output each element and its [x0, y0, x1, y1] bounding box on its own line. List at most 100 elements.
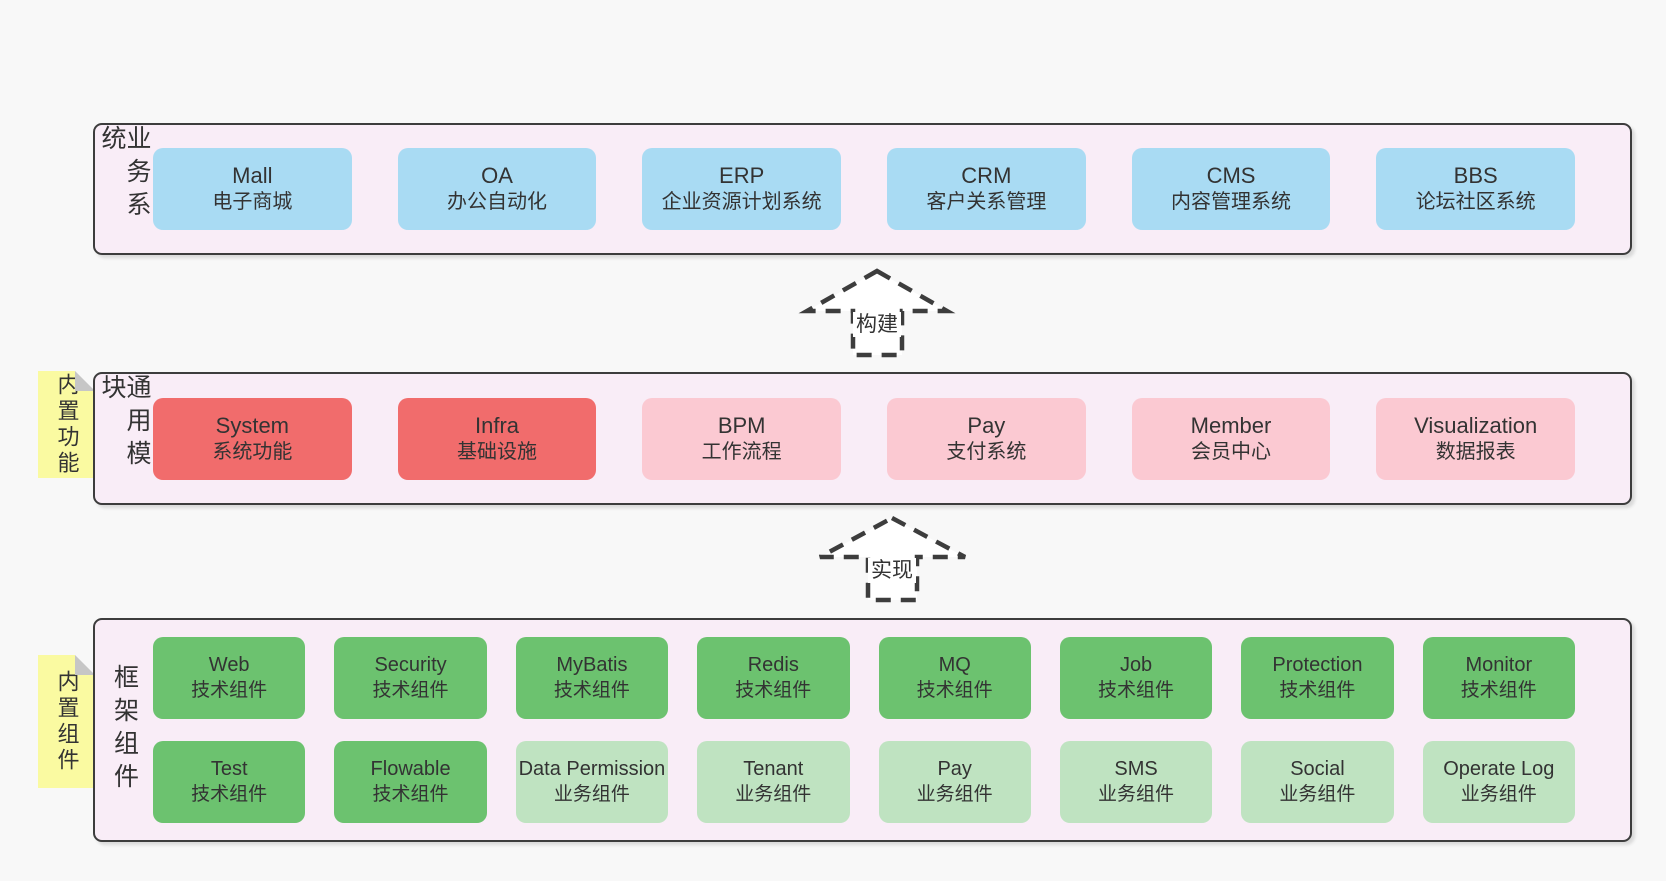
box-title: Pay	[967, 412, 1006, 438]
box-title: Tenant	[743, 758, 804, 781]
box-title: Protection	[1272, 654, 1363, 677]
box-subtitle: 业务组件	[553, 783, 630, 805]
box-subtitle: 技术组件	[553, 679, 630, 701]
sticky-note-label: 内置功能	[54, 372, 80, 477]
box-sms: SMS 业务组件	[1059, 741, 1213, 823]
box-security: Security 技术组件	[334, 637, 487, 719]
box-system: System 系统功能	[153, 397, 352, 480]
box-title: SMS	[1114, 758, 1158, 781]
business-systems-content: Mall 电子商城 OA 办公自动化 ERP 企业资源计划系统 CRM 客户关系…	[153, 125, 1630, 253]
box-title: OA	[481, 163, 513, 189]
box-title: Redis	[747, 654, 799, 677]
box-crm: CRM 客户关系管理	[887, 148, 1086, 230]
sticky-note-label: 内置组件	[54, 669, 80, 774]
framework-components-content: Web 技术组件 Security 技术组件 MyBatis 技术组件 Redi…	[153, 620, 1630, 840]
box-bbs: BBS 论坛社区系统	[1376, 148, 1576, 230]
box-title: Infra	[474, 412, 520, 438]
box-tenant: Tenant 业务组件	[697, 741, 850, 823]
box-subtitle: 电子商城	[212, 191, 293, 214]
box-pay-system: Pay 支付系统	[887, 397, 1086, 480]
box-job: Job 技术组件	[1059, 637, 1213, 719]
box-subtitle: 会员中心	[1191, 440, 1272, 463]
box-subtitle: 技术组件	[372, 783, 449, 805]
box-title: ERP	[719, 163, 765, 189]
box-title: Test	[210, 758, 248, 781]
box-operate-log: Operate Log 业务组件	[1422, 741, 1575, 823]
box-web: Web 技术组件	[153, 637, 306, 719]
box-subtitle: 工作流程	[701, 440, 782, 463]
layer-title-text: 通用模块	[98, 374, 151, 473]
framework-components-layer: 框架组件 Web 技术组件 Security 技术组件 MyBatis 技术组件…	[93, 618, 1632, 842]
box-pay-component: Pay 业务组件	[878, 741, 1031, 823]
box-title: Pay	[937, 758, 972, 781]
box-subtitle: 技术组件	[372, 679, 449, 701]
box-title: CMS	[1206, 163, 1256, 189]
box-subtitle: 技术组件	[191, 679, 268, 701]
box-subtitle: 业务组件	[1279, 783, 1356, 805]
box-title: BBS	[1453, 163, 1498, 189]
box-title: Member	[1190, 412, 1272, 438]
sticky-note-built-in-components: 内置组件	[38, 655, 95, 788]
box-oa: OA 办公自动化	[397, 148, 597, 230]
box-title: Web	[208, 654, 250, 677]
sticky-note-built-in-features: 内置功能	[38, 371, 95, 478]
box-title: Mall	[232, 163, 273, 189]
box-subtitle: 技术组件	[916, 679, 993, 701]
box-subtitle: 系统功能	[212, 440, 293, 463]
box-visualization: Visualization 数据报表	[1376, 397, 1576, 480]
layer-title-common-modules: 通用模块	[95, 374, 153, 503]
box-subtitle: 技术组件	[735, 679, 812, 701]
box-subtitle: 业务组件	[1098, 783, 1175, 805]
box-data-permission: Data Permission 业务组件	[515, 741, 669, 823]
box-title: Monitor	[1465, 654, 1533, 677]
common-modules-layer: 通用模块 System 系统功能 Infra 基础设施 BPM 工作流程 Pay	[93, 372, 1632, 505]
box-mybatis: MyBatis 技术组件	[515, 637, 669, 719]
layer-title-framework-components: 框架组件	[95, 620, 153, 840]
box-subtitle: 技术组件	[1098, 679, 1175, 701]
box-bpm: BPM 工作流程	[642, 397, 842, 480]
layer-title-text: 框架组件	[110, 664, 139, 796]
box-title: Data Permission	[518, 758, 666, 781]
box-subtitle: 业务组件	[916, 783, 993, 805]
box-subtitle: 技术组件	[1279, 679, 1356, 701]
common-modules-row: System 系统功能 Infra 基础设施 BPM 工作流程 Pay 支付系统…	[153, 397, 1576, 480]
box-subtitle: 业务组件	[1460, 783, 1537, 805]
box-title: Visualization	[1414, 412, 1538, 438]
box-subtitle: 内容管理系统	[1171, 191, 1292, 214]
business-systems-row: Mall 电子商城 OA 办公自动化 ERP 企业资源计划系统 CRM 客户关系…	[153, 148, 1576, 230]
box-title: MQ	[938, 654, 971, 677]
box-flowable: Flowable 技术组件	[334, 741, 487, 823]
box-social: Social 业务组件	[1241, 741, 1394, 823]
box-subtitle: 技术组件	[191, 783, 268, 805]
box-subtitle: 业务组件	[735, 783, 812, 805]
box-infra: Infra 基础设施	[397, 397, 597, 480]
box-redis: Redis 技术组件	[697, 637, 850, 719]
box-subtitle: 数据报表	[1435, 440, 1516, 463]
business-components-row: Test 技术组件 Flowable 技术组件 Data Permission …	[153, 741, 1575, 823]
box-title: Social	[1290, 758, 1345, 781]
business-systems-layer: 业务系统 Mall 电子商城 OA 办公自动化 ERP 企业资源计划系统 CRM	[93, 123, 1632, 255]
box-subtitle: 基础设施	[457, 440, 537, 463]
box-title: CRM	[961, 163, 1012, 189]
box-title: Job	[1119, 654, 1153, 677]
box-test: Test 技术组件	[153, 741, 306, 823]
box-title: Security	[374, 654, 447, 677]
box-title: Flowable	[370, 758, 451, 781]
box-title: Operate Log	[1443, 758, 1555, 781]
box-subtitle: 技术组件	[1460, 679, 1537, 701]
implement-arrow-label: 实现	[868, 558, 916, 584]
box-member: Member 会员中心	[1131, 397, 1331, 480]
box-cms: CMS 内容管理系统	[1131, 148, 1331, 230]
box-subtitle: 客户关系管理	[926, 191, 1047, 214]
build-arrow-label: 构建	[853, 312, 901, 338]
box-subtitle: 企业资源计划系统	[661, 191, 822, 214]
tech-components-row: Web 技术组件 Security 技术组件 MyBatis 技术组件 Redi…	[153, 637, 1575, 719]
layer-title-business-systems: 业务系统	[95, 125, 153, 253]
box-erp: ERP 企业资源计划系统	[642, 148, 842, 230]
box-monitor: Monitor 技术组件	[1422, 637, 1575, 719]
common-modules-content: System 系统功能 Infra 基础设施 BPM 工作流程 Pay 支付系统…	[153, 374, 1630, 503]
box-title: BPM	[717, 412, 766, 438]
box-mq: MQ 技术组件	[878, 637, 1031, 719]
box-protection: Protection 技术组件	[1241, 637, 1394, 719]
